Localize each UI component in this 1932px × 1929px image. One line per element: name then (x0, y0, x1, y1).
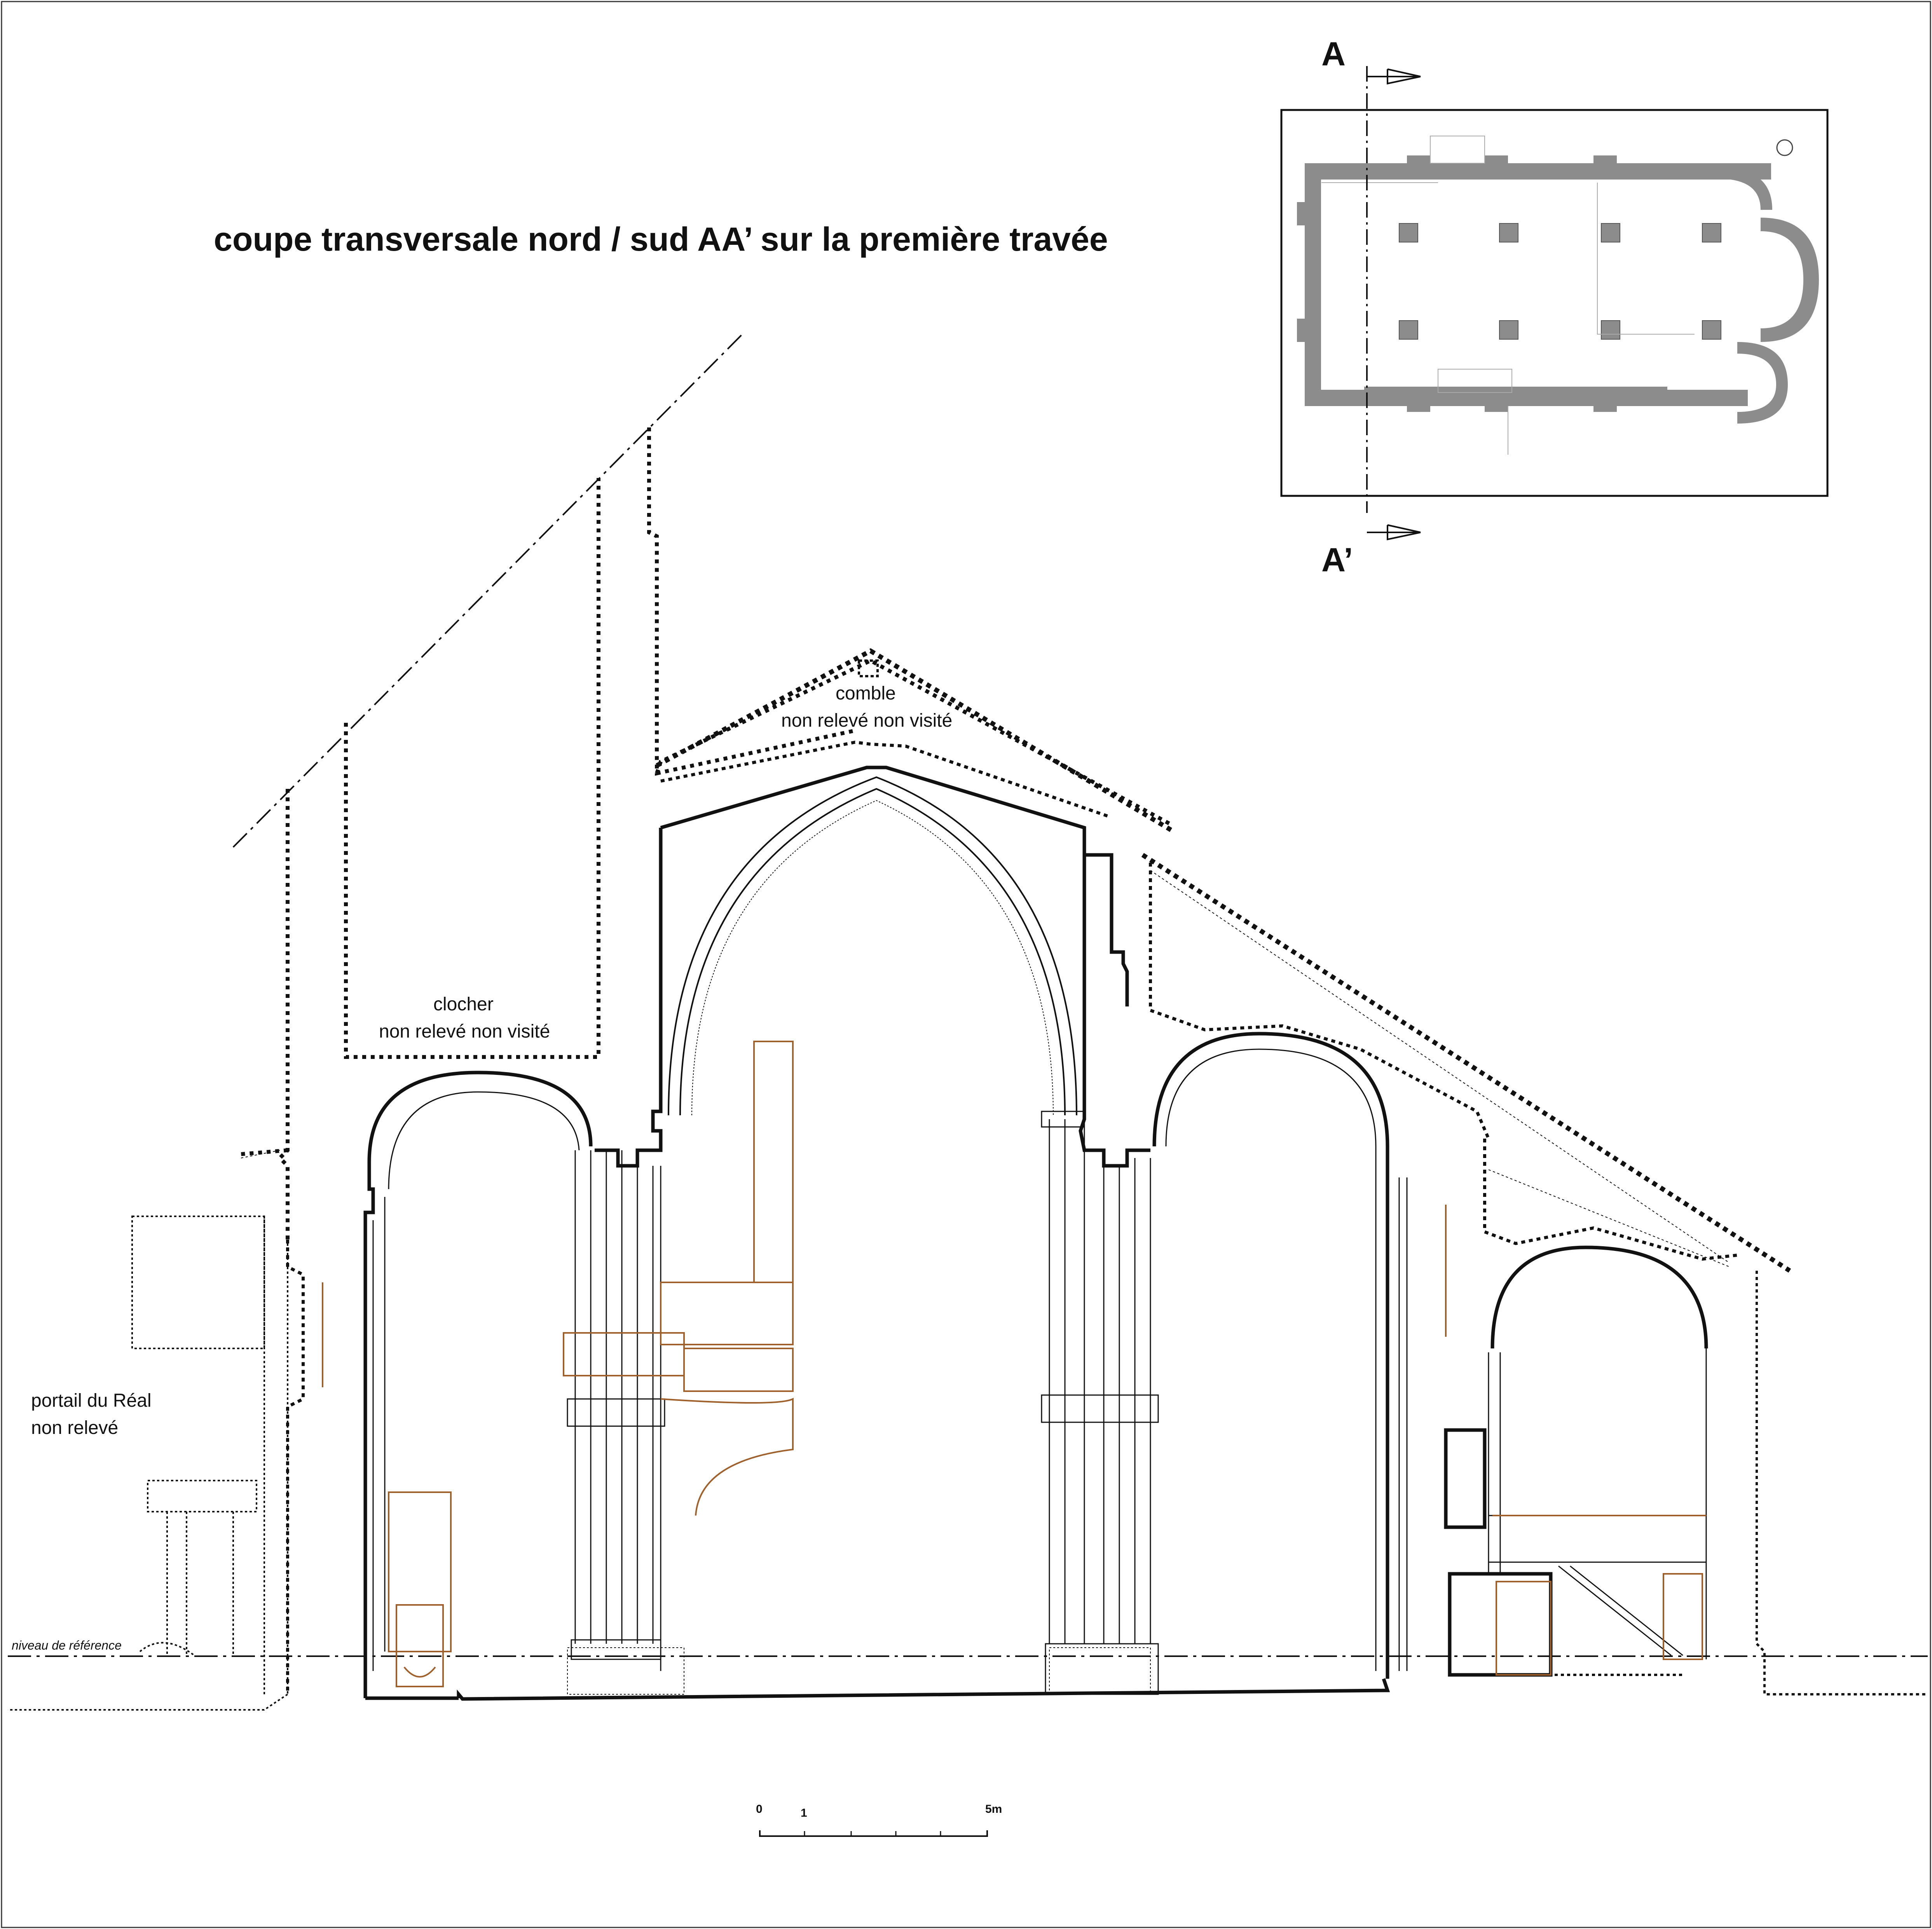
scale-label-1: 1 (801, 1807, 807, 1819)
section-marker-bottom: A’ (1321, 541, 1353, 579)
drawing-title: coupe transversale nord / sud AA’ sur la… (214, 221, 1108, 258)
scale-bar: 0 1 5m (756, 1803, 1002, 1837)
plan-main-apse (1761, 218, 1819, 342)
section-marker-top: A (1321, 35, 1346, 73)
real-portal (8, 1216, 288, 1711)
nave-vault (668, 776, 1077, 1116)
south-chapel (1444, 1245, 1708, 1677)
portal-label-2: non relevé (31, 1418, 118, 1438)
plan-north-wall (1305, 163, 1771, 180)
plan-side-apse (1737, 342, 1788, 424)
bell-tower-label-1: clocher (433, 994, 494, 1015)
west-wall-outline (286, 1240, 305, 1694)
nave-vault-rib (691, 800, 1054, 1116)
attic-roof (656, 648, 1791, 1273)
south-aisle-columns (1375, 1146, 1408, 1671)
roof-slope-line (232, 333, 743, 848)
attic-ridge-beam (858, 659, 879, 677)
south-aisle-arch-inner (1165, 1048, 1377, 1147)
reference-level-label: niveau de référence (12, 1638, 122, 1652)
south-pier (1041, 1111, 1159, 1695)
attic-floor (660, 740, 1738, 1261)
timber-elements (322, 1041, 1706, 1687)
plan-aisle-wall (1364, 387, 1667, 402)
plan-west-wall (1305, 163, 1321, 406)
bell-tower-outline (241, 427, 1171, 1240)
key-plan: A A’ (1280, 35, 1829, 579)
south-chapel-details (1488, 1348, 1707, 1659)
south-aisle (1152, 1032, 1389, 1679)
plan-buttresses (1297, 155, 1617, 412)
plan-piers (1399, 223, 1721, 340)
portal-label-1: portail du Réal (31, 1390, 152, 1411)
scale-label-0: 0 (756, 1803, 763, 1816)
attic-label-2: non relevé non visité (781, 710, 952, 731)
north-aisle-arch-inner (388, 1091, 580, 1189)
foundation-lines (567, 1647, 1151, 1695)
key-plan-frame (1280, 109, 1829, 497)
bell-tower-label-2: non relevé non visité (379, 1021, 550, 1042)
plan-thin-lines (1321, 136, 1695, 455)
roof-secondary-lines (241, 870, 1730, 1267)
plan-north-apse (1718, 167, 1772, 210)
compass-icon (1776, 139, 1793, 156)
attic-label-1: comble (836, 683, 896, 704)
section-arrow-bottom-icon (1367, 524, 1421, 541)
section-arrow-top-icon (1367, 68, 1421, 85)
north-aisle (363, 1071, 1390, 1701)
south-chapel-outer (1555, 1271, 1928, 1695)
nave-section (595, 766, 1150, 1168)
north-aisle-columns (372, 1150, 665, 1671)
scale-label-5m: 5m (985, 1803, 1002, 1816)
